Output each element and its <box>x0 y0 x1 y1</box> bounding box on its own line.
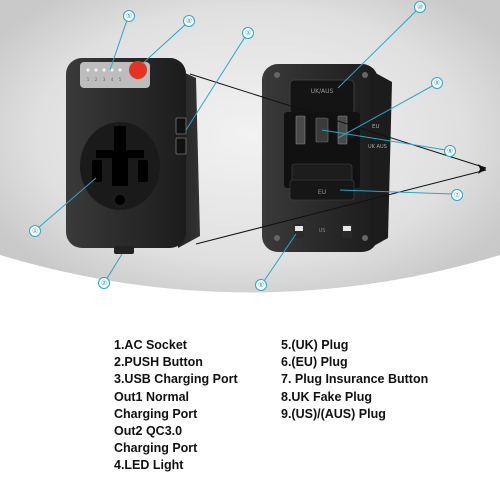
ac-socket-ground-hole <box>115 195 125 205</box>
led-number-label: 5 <box>119 77 122 82</box>
callout-circle-1 <box>29 225 41 237</box>
led-indicator <box>110 68 114 72</box>
screw-bottom-right <box>362 235 368 241</box>
led-indicator <box>86 68 90 72</box>
led-indicator <box>94 68 98 72</box>
callout-circle-9 <box>431 77 443 89</box>
legend-item: 7. Plug Insurance Button <box>281 372 429 387</box>
screw-top-left <box>274 72 280 78</box>
leader-2 <box>105 253 123 281</box>
legend-item: Charging Port <box>114 441 198 456</box>
leader-6 <box>263 233 297 282</box>
leader-1 <box>37 177 97 229</box>
callout-label-7: ⑦ <box>454 191 460 199</box>
screw-top-right <box>362 72 368 78</box>
legend-item: 3.USB Charging Port <box>114 372 238 387</box>
usb-port-1 <box>175 117 187 135</box>
callout-label-6: ⑥ <box>258 281 264 289</box>
led-indicator <box>102 68 106 72</box>
led-number-label: 2 <box>95 77 98 82</box>
eu-slider-label: EU <box>318 189 326 196</box>
callout-label-10: ⑩ <box>417 3 423 11</box>
callout-circle-10 <box>414 1 426 13</box>
callout-circle-5 <box>123 10 135 22</box>
legend-item: 9.(US)/(AUS) Plug <box>281 406 386 421</box>
arrow-line-lower <box>195 169 487 245</box>
leader-10 <box>337 9 418 89</box>
legend-item: Out1 Normal <box>114 389 190 404</box>
usb-label-back: US <box>319 228 326 234</box>
legend-right-column: 5.(UK) Plug 6.(EU) Plug 7. Plug Insuranc… <box>281 337 428 423</box>
callout-label-1: ① <box>32 227 38 235</box>
usb-port-2 <box>175 137 187 155</box>
us-plug-pin-left <box>295 115 306 145</box>
callout-label-2: ② <box>101 279 107 287</box>
adapter-back-side <box>370 70 392 248</box>
callout-label-3: ③ <box>245 29 251 37</box>
ac-socket-slot-left <box>92 160 102 182</box>
callout-circle-7 <box>451 189 463 201</box>
callout-leaders <box>37 9 454 282</box>
callout-label-5: ⑤ <box>126 12 132 20</box>
leader-4 <box>141 23 187 65</box>
legend-item: Out2 QC3.0 <box>114 424 183 439</box>
leader-5 <box>109 19 128 71</box>
transition-arrows <box>189 73 487 245</box>
eu-plug-pin-left-tip <box>295 226 303 231</box>
photo-background-fade <box>0 255 500 479</box>
us-plug-pin-right <box>337 115 348 145</box>
led-push-button <box>129 61 147 79</box>
uk-aus-label: UK/AUS <box>311 88 334 95</box>
callout-circle-8 <box>444 145 456 157</box>
legend-item: Charging Port <box>114 406 198 421</box>
legend-item: 2.PUSH Button <box>114 355 203 370</box>
callout-label-9: ⑨ <box>434 79 440 87</box>
side-label-uk-aus: UK AUS <box>368 144 387 150</box>
legend-item: 6.(EU) Plug <box>281 355 348 370</box>
adapter-back-view: UK/AUS EU EU UK AUS US <box>262 64 392 252</box>
led-indicator <box>118 68 122 72</box>
legend-left-column: 1.AC Socket 2.PUSH Button 3.USB Charging… <box>114 337 238 475</box>
leader-3 <box>185 36 246 131</box>
leader-7 <box>339 189 454 195</box>
legend-item: 5.(UK) Plug <box>281 338 349 352</box>
callout-label-8: ⑧ <box>447 147 453 155</box>
ac-socket-slot-right <box>138 160 148 182</box>
legend-item: 8.UK Fake Plug <box>281 389 372 404</box>
callout-circle-6 <box>255 279 267 291</box>
arrow-line-upper <box>189 73 487 169</box>
led-number-label: 3 <box>103 77 106 82</box>
eu-plug-pin-right-tip <box>343 226 351 231</box>
push-button <box>114 246 134 254</box>
side-label-eu: EU <box>372 124 380 130</box>
led-number-label: 4 <box>111 77 114 82</box>
leader-8 <box>321 129 447 151</box>
legend-item: 1.AC Socket <box>114 338 187 352</box>
callout-label-4: ④ <box>186 17 192 25</box>
arrow-head <box>478 164 486 174</box>
callout-markers: ① ② ③ ④ ⑤ ⑥ ⑦ ⑧ ⑨ ⑩ <box>29 1 463 291</box>
callout-circle-2 <box>98 277 110 289</box>
leader-9 <box>337 84 435 139</box>
screw-bottom-left <box>274 235 280 241</box>
ac-socket-holes <box>96 126 144 186</box>
legend-item: 4.LED Light <box>114 458 184 473</box>
led-number-label: 1 <box>87 77 90 82</box>
callout-circle-4 <box>183 15 195 27</box>
callout-circle-3 <box>242 27 254 39</box>
